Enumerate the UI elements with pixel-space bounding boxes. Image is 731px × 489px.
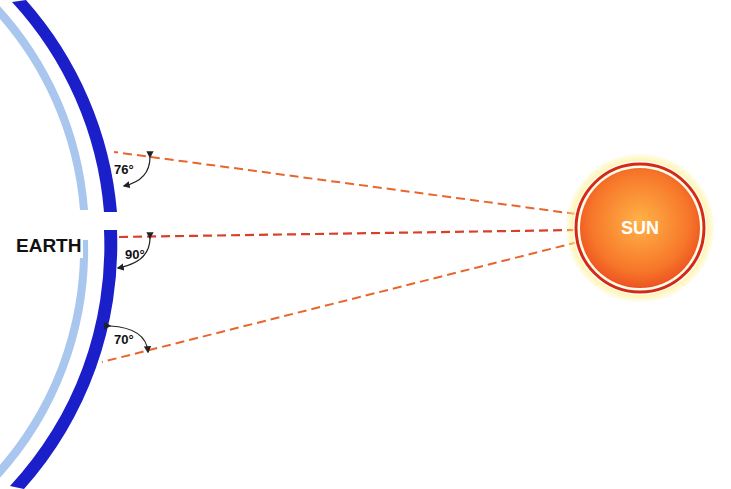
sun-ring — [576, 164, 704, 292]
sun-ray — [118, 230, 576, 237]
angle-value: 90° — [123, 246, 147, 263]
angle-arc — [110, 326, 148, 352]
earth-surface — [12, 0, 117, 212]
sun-ring — [573, 161, 707, 295]
earth-surface — [10, 230, 117, 489]
angle-value: 76° — [112, 161, 136, 178]
sun-glow — [566, 154, 714, 302]
sun-circle: SUN — [580, 168, 700, 288]
angle-arc — [118, 238, 150, 268]
body-label: EARTH — [14, 234, 83, 258]
sun-label: SUN — [621, 218, 659, 239]
sun-ray — [102, 242, 578, 362]
angle-value: 70° — [112, 331, 136, 348]
sun-ray — [114, 152, 576, 214]
